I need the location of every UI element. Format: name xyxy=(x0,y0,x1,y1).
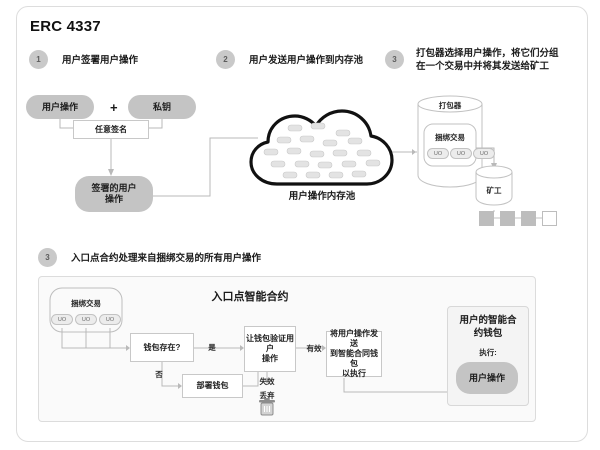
send-line1: 将用户操作发送 xyxy=(330,329,378,348)
uo-chip: UO xyxy=(427,148,449,159)
block-filled xyxy=(521,211,536,226)
step-badge-2: 2 xyxy=(216,50,235,69)
step-badge-3: 3 xyxy=(385,50,404,69)
wallet-exists-box: 钱包存在? xyxy=(130,333,194,362)
plus-sign: + xyxy=(110,100,118,115)
mempool-caption: 用户操作内存池 xyxy=(288,191,356,202)
wallet-user-op-pill: 用户操作 xyxy=(456,362,518,394)
step-badge-4: 3 xyxy=(38,248,57,267)
user-op-pill: 用户操作 xyxy=(26,95,94,119)
step-label-3-line1: 打包器选择用户操作，将它们分组 xyxy=(416,48,559,59)
uo-chip: UO xyxy=(75,314,97,325)
invalid-label: 失效 xyxy=(259,377,275,386)
step-label-3-line2: 在一个交易中并将其发送给矿工 xyxy=(416,61,550,72)
uo-chip: UO xyxy=(51,314,73,325)
step-label-1: 用户签署用户操作 xyxy=(62,55,139,66)
uo-chip: UO xyxy=(473,148,495,159)
block-open xyxy=(542,211,557,226)
validate-user-op-box: 让钱包验证用户 操作 xyxy=(244,326,296,372)
smart-wallet-title-line2: 约钱包 xyxy=(473,328,503,339)
no-label: 否 xyxy=(155,370,163,379)
bundled-tx-label-top: 捆绑交易 xyxy=(435,133,465,142)
valid-label: 有效 xyxy=(306,344,322,353)
entrypoint-title: 入口点智能合约 xyxy=(211,291,289,303)
uo-chip: UO xyxy=(99,314,121,325)
discard-label: 丢弃 xyxy=(259,391,275,400)
page-title: ERC 4337 xyxy=(30,18,101,35)
step-label-2: 用户发送用户操作到内存池 xyxy=(249,55,364,66)
signed-user-op-pill: 签署的用户 操作 xyxy=(75,176,153,212)
execute-label: 执行: xyxy=(479,348,497,357)
validate-line2: 操作 xyxy=(262,354,278,363)
step-label-3: 打包器选择用户操作，将它们分组 在一个交易中并将其发送给矿工 xyxy=(416,47,559,73)
signed-user-op-line1: 签署的用户 xyxy=(91,183,137,193)
smart-wallet-title: 用户的智能合 约钱包 xyxy=(450,314,526,340)
bundler-label: 打包器 xyxy=(438,101,462,110)
send-to-wallet-box: 将用户操作发送 到智能合同钱包 以执行 xyxy=(326,329,382,378)
yes-label: 是 xyxy=(208,343,216,352)
smart-wallet-title-line1: 用户的智能合 xyxy=(459,315,517,326)
private-key-pill: 私钥 xyxy=(128,95,196,119)
block-filled xyxy=(479,211,494,226)
trash-icon xyxy=(259,398,275,416)
signed-user-op-line2: 操作 xyxy=(104,194,123,204)
validate-line1: 让钱包验证用户 xyxy=(246,334,294,353)
send-line3: 以执行 xyxy=(342,369,366,378)
uo-chip: UO xyxy=(450,148,472,159)
step-label-4: 入口点合约处理来自捆绑交易的所有用户操作 xyxy=(71,253,262,264)
deploy-wallet-box: 部署钱包 xyxy=(182,374,243,398)
any-signature-box: 任意签名 xyxy=(73,120,149,139)
step-badge-1: 1 xyxy=(29,50,48,69)
block-filled xyxy=(500,211,515,226)
send-line2: 到智能合同钱包 xyxy=(330,349,378,368)
miner-label: 矿工 xyxy=(486,186,502,195)
bundled-tx-label-bottom: 捆绑交易 xyxy=(71,299,101,308)
